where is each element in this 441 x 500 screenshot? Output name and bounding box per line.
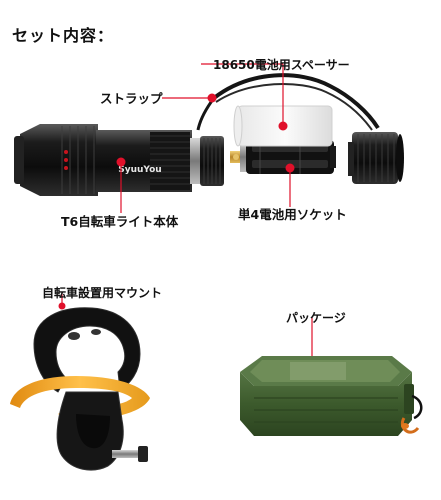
label-socket: 単4電池用ソケット (238, 207, 347, 222)
label-package: パッケージ (286, 311, 346, 325)
flashlight-body: SyuuYou (14, 124, 224, 196)
tail-cap (348, 132, 404, 184)
callout-markers (116, 63, 295, 213)
flashlight-brand-text: SyuuYou (118, 165, 161, 175)
label-flashlight-body: T6自転車ライト本体 (61, 214, 179, 229)
mount-marker (58, 302, 66, 310)
body-marker (116, 157, 126, 167)
label-strap: ストラップ (100, 91, 163, 106)
package-box (240, 318, 423, 436)
socket-marker (285, 163, 295, 173)
label-bike-mount: 自転車設置用マウント (42, 286, 163, 300)
page-title: セット内容： (12, 26, 115, 45)
spacer-marker (278, 121, 288, 131)
label-spacer: 18650電池用スペーサー (213, 58, 350, 72)
bike-mount (10, 292, 150, 471)
strap-marker (207, 93, 217, 103)
